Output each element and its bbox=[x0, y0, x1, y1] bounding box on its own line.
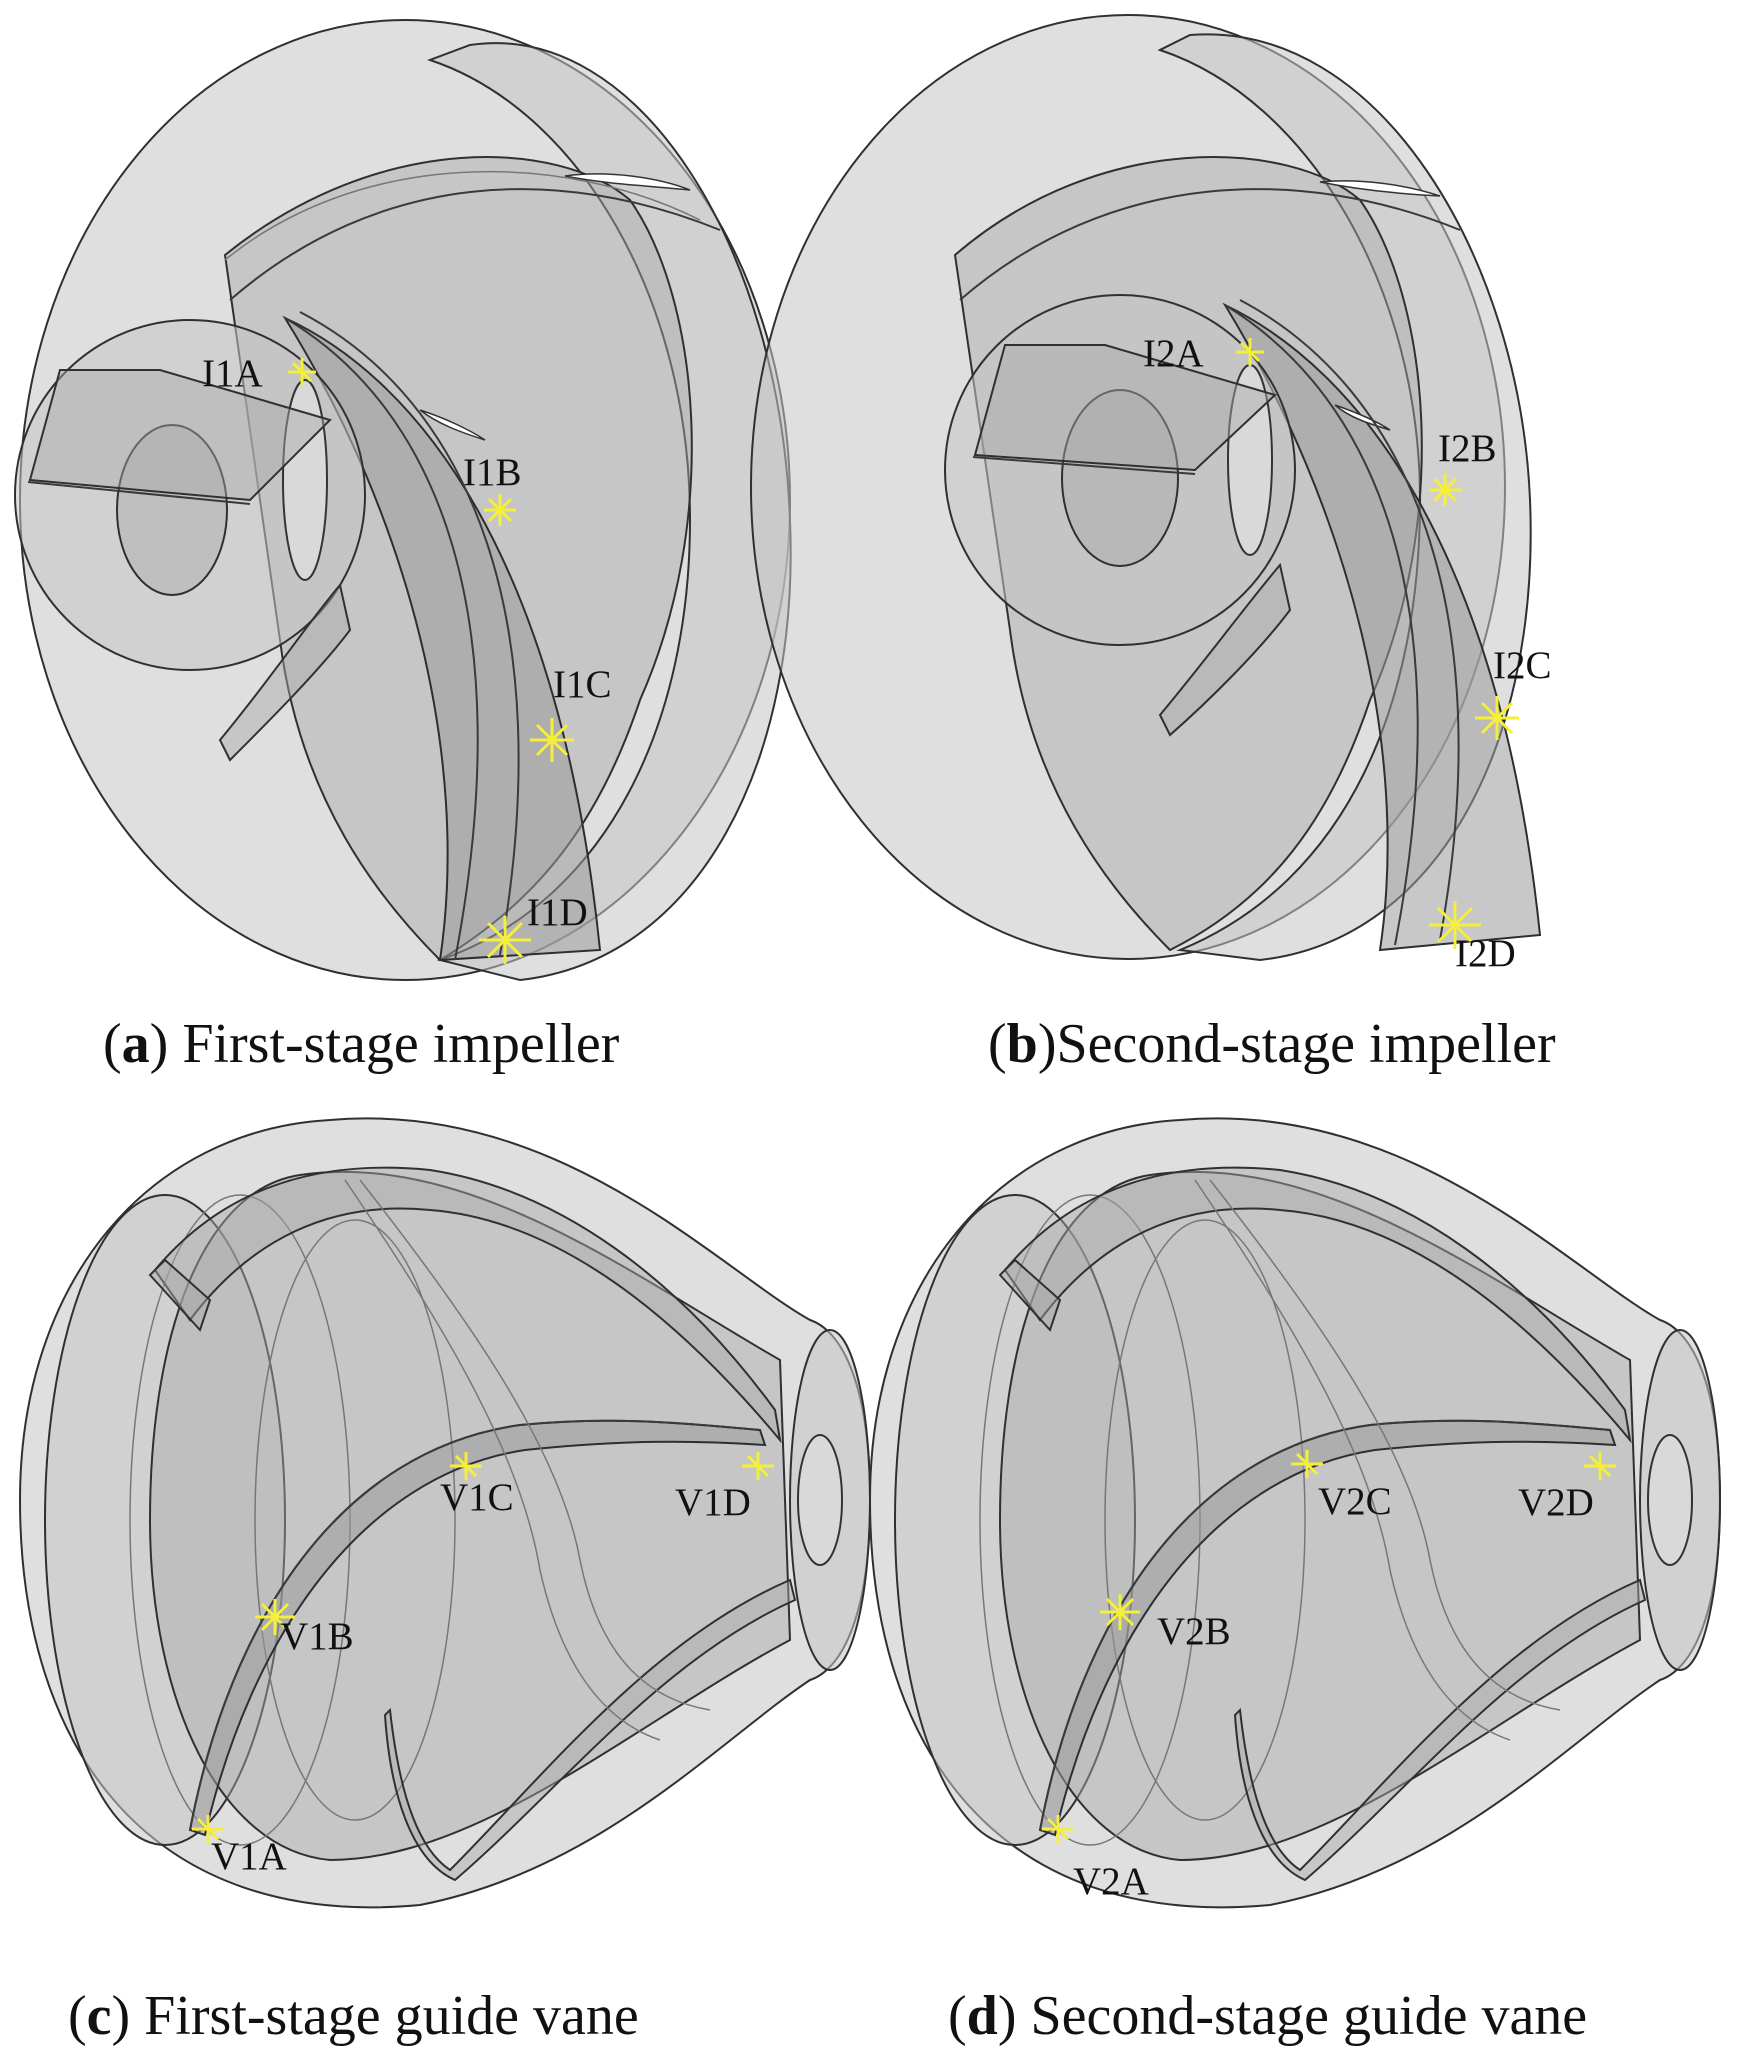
point-label-V1D: V1D bbox=[675, 1481, 751, 1524]
inlet-opening bbox=[282, 379, 328, 581]
marker-I2D bbox=[1429, 901, 1481, 949]
blade-edge-3 bbox=[224, 170, 701, 261]
point-label-V1C: V1C bbox=[440, 1476, 514, 1519]
blade-passage bbox=[1222, 302, 1542, 952]
marker-I1B bbox=[484, 494, 516, 526]
blade-slit-mid bbox=[419, 409, 486, 441]
vane-curve-1 bbox=[344, 1179, 661, 1741]
inlet-blade bbox=[973, 344, 1277, 472]
vane-blade-main-edge bbox=[189, 1419, 761, 1831]
marker-I1D bbox=[479, 916, 531, 964]
vane-curve-2 bbox=[359, 1179, 711, 1711]
point-label-V2D: V2D bbox=[1518, 1481, 1594, 1524]
marker-I2B bbox=[1429, 474, 1461, 506]
marker-I2A bbox=[1236, 338, 1264, 366]
vane-blade-lower bbox=[1233, 1578, 1647, 1882]
blade-edge-2 bbox=[1239, 299, 1460, 941]
marker-I2C bbox=[1475, 696, 1519, 740]
point-label-V1B: V1B bbox=[280, 1615, 354, 1658]
blade-slit-top bbox=[1319, 180, 1441, 197]
caption-a: (a) First-stage impeller bbox=[103, 1013, 620, 1075]
point-label-I2D: I2D bbox=[1455, 932, 1516, 975]
vane-outlet-bore bbox=[1647, 1434, 1693, 1566]
marker-V2B bbox=[1100, 1594, 1140, 1630]
inlet-blade-edge bbox=[972, 456, 1196, 475]
panel-d-guide-vane: V2A V2B V2C V2D (d) Second-stage guide v… bbox=[868, 1117, 1722, 2047]
vane-inlet-face bbox=[894, 1194, 1136, 1846]
inlet-eye bbox=[944, 294, 1296, 646]
vane-blade-top-tip bbox=[148, 1258, 212, 1332]
marker-V2C bbox=[1291, 1450, 1323, 1478]
point-label-V2B: V2B bbox=[1157, 1610, 1231, 1653]
shaft-bore bbox=[1061, 389, 1179, 567]
vane-blade-top bbox=[153, 1166, 782, 1444]
blade-slit-top bbox=[564, 173, 691, 191]
point-label-I2C: I2C bbox=[1493, 644, 1552, 687]
vane-blade-lower bbox=[383, 1578, 797, 1882]
marker-I1A bbox=[288, 358, 316, 386]
vane-outlet-bore bbox=[797, 1434, 843, 1566]
point-label-I2B: I2B bbox=[1438, 427, 1497, 470]
shaft-bore bbox=[116, 424, 228, 596]
blade-edge-1 bbox=[284, 317, 479, 961]
point-label-V2C: V2C bbox=[1318, 1480, 1392, 1523]
caption-d: (d) Second-stage guide vane bbox=[948, 1985, 1587, 2047]
vane-mid-ring-2 bbox=[254, 1219, 456, 1821]
panel-a-impeller: I1A I1B I1C I1D (a) First-stage impeller bbox=[14, 19, 792, 1075]
point-label-V2A: V2A bbox=[1073, 1860, 1149, 1903]
blade-passage bbox=[282, 315, 602, 962]
marker-V1A bbox=[192, 1815, 224, 1843]
point-label-I2A: I2A bbox=[1143, 332, 1204, 375]
point-label-I1A: I1A bbox=[202, 352, 263, 395]
blade-edge-2 bbox=[299, 311, 520, 956]
marker-I1C bbox=[530, 718, 574, 762]
inlet-blade-edge bbox=[27, 481, 251, 505]
vane-blade-main-edge bbox=[1039, 1419, 1611, 1831]
vane-blade-top bbox=[1003, 1166, 1632, 1444]
blade-edge-3 bbox=[959, 188, 1461, 301]
vane-curve-1 bbox=[1194, 1179, 1511, 1741]
marker-V1C bbox=[450, 1452, 482, 1480]
inlet-blade bbox=[28, 369, 332, 502]
caption-c: (c) First-stage guide vane bbox=[68, 1985, 639, 2047]
marker-V1B bbox=[255, 1599, 295, 1635]
point-label-I1D: I1D bbox=[527, 891, 588, 934]
impeller-hub bbox=[427, 42, 792, 982]
panel-b-impeller: I2A I2B I2C I2D (b)Second-stage impeller bbox=[750, 14, 1556, 1075]
lower-blade bbox=[218, 582, 352, 762]
vane-inlet-face bbox=[44, 1194, 286, 1846]
point-label-V1A: V1A bbox=[211, 1835, 287, 1878]
point-label-I1C: I1C bbox=[553, 663, 612, 706]
marker-V1D bbox=[742, 1452, 774, 1480]
lower-blade bbox=[1158, 562, 1292, 737]
vane-blade-top-tip bbox=[998, 1258, 1062, 1332]
point-label-I1B: I1B bbox=[463, 451, 522, 494]
vane-curve-2 bbox=[1209, 1179, 1561, 1711]
panel-c-guide-vane: V1A V1B V1C V1D (c) First-stage guide va… bbox=[18, 1117, 872, 2047]
marker-V2A bbox=[1042, 1815, 1074, 1843]
caption-b: (b)Second-stage impeller bbox=[988, 1013, 1556, 1075]
blade-edge-1 bbox=[1224, 304, 1419, 946]
blade-edge-4 bbox=[229, 188, 721, 301]
marker-V2D bbox=[1584, 1452, 1616, 1480]
vane-mid-ring-2 bbox=[1104, 1219, 1306, 1821]
